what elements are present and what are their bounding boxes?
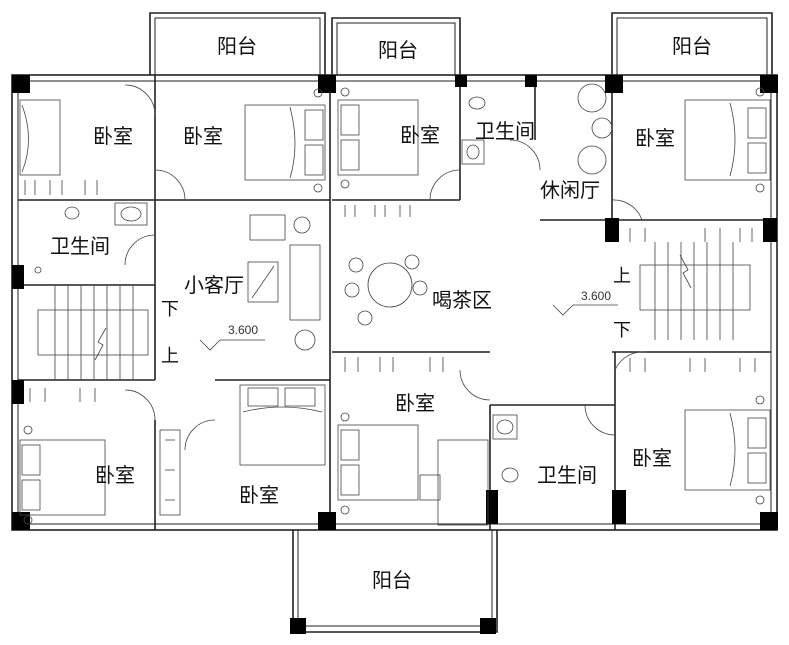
bed-top-center bbox=[337, 87, 419, 217]
bed-bottom-center-left bbox=[159, 384, 326, 516]
bed-bottom-center bbox=[337, 357, 489, 526]
tea-area-furniture bbox=[344, 254, 428, 326]
balcony-bottom bbox=[292, 530, 498, 633]
label-bathroom-bc: 卫生间 bbox=[537, 464, 597, 487]
bed-bottom-right bbox=[629, 358, 771, 505]
label-balcony-top-mid: 阳台 bbox=[378, 39, 418, 62]
label-balcony-top-left: 阳台 bbox=[217, 35, 257, 58]
label-stair-down-right: 下 bbox=[613, 320, 631, 340]
label-bedroom-tc: 卧室 bbox=[400, 124, 440, 147]
label-stair-up-left: 上 bbox=[161, 346, 179, 366]
label-bedroom-bc-left: 卧室 bbox=[239, 484, 279, 507]
stair-left bbox=[37, 285, 149, 380]
label-elevation-left: 3.600 bbox=[228, 323, 258, 337]
label-bedroom-tl2: 卧室 bbox=[183, 125, 223, 148]
stair-right bbox=[639, 242, 751, 340]
structural-columns bbox=[12, 75, 778, 634]
label-bedroom-br: 卧室 bbox=[632, 447, 672, 470]
small-living-furniture bbox=[247, 214, 321, 351]
balcony-top-right bbox=[611, 12, 773, 75]
bed-top-left-2 bbox=[244, 88, 326, 193]
label-tea-area: 喝茶区 bbox=[432, 289, 492, 312]
label-bathroom-tc: 卫生间 bbox=[475, 120, 535, 143]
label-elevation-right: 3.600 bbox=[581, 289, 611, 303]
balcony-top-mid bbox=[331, 17, 461, 75]
lounge-furniture bbox=[577, 83, 613, 175]
bed-bottom-left bbox=[19, 388, 106, 525]
room-labels: 阳台 阳台 阳台 阳台 卧室 卧室 卧室 卧室 卧室 卧室 卧室 卧室 卫生间 … bbox=[50, 35, 712, 592]
label-bedroom-tr: 卧室 bbox=[635, 127, 675, 150]
label-balcony-bottom: 阳台 bbox=[372, 569, 412, 592]
label-bathroom-l: 卫生间 bbox=[50, 235, 110, 258]
label-stair-down-left: 下 bbox=[161, 299, 179, 319]
label-small-living: 小客厅 bbox=[184, 274, 244, 297]
door-swings bbox=[124, 84, 646, 451]
elevation-marker-right bbox=[552, 304, 618, 316]
label-balcony-top-right: 阳台 bbox=[672, 35, 712, 58]
bed-top-right bbox=[629, 87, 771, 242]
label-bedroom-bl: 卧室 bbox=[95, 464, 135, 487]
balcony-top-left bbox=[149, 12, 326, 75]
bed-top-left-1 bbox=[19, 99, 98, 195]
label-stair-up-right: 上 bbox=[613, 266, 631, 286]
bath-fixtures bbox=[34, 96, 519, 483]
exterior-walls bbox=[11, 74, 778, 531]
label-lounge: 休闲厅 bbox=[540, 179, 600, 202]
label-bedroom-bc: 卧室 bbox=[395, 392, 435, 415]
elevation-marker-left bbox=[199, 339, 265, 351]
label-bedroom-tl1: 卧室 bbox=[93, 125, 133, 148]
